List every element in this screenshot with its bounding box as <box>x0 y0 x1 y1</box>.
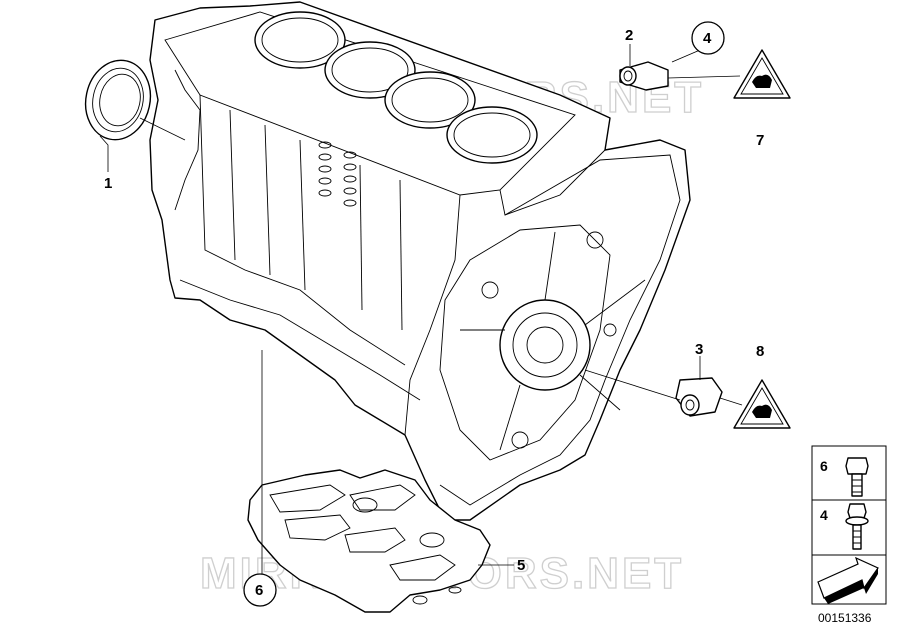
warning-triangle-7 <box>733 49 791 99</box>
engine-block <box>149 1 691 521</box>
callout-7: 7 <box>756 132 764 149</box>
callout-3: 3 <box>695 341 703 358</box>
flange-bolt-icon <box>845 503 869 550</box>
oil-pressure-sensor <box>619 61 669 91</box>
callouts: 1 2 3 4 5 6 7 8 <box>104 21 764 607</box>
crankshaft-seal <box>84 59 152 141</box>
warning-triangle-8 <box>733 379 791 429</box>
bolt-holes <box>318 141 357 207</box>
hand-caution-icon <box>752 74 772 88</box>
callout-1: 1 <box>104 175 112 192</box>
fastener-legend: 6 4 <box>811 445 887 605</box>
callout-6: 6 <box>255 582 263 599</box>
callout-2: 2 <box>625 27 633 44</box>
callout-4: 4 <box>703 30 712 47</box>
callout-5: 5 <box>517 557 525 574</box>
diagram-reference-number: 00151336 <box>818 611 872 625</box>
leader-lines <box>99 44 743 575</box>
callout-4-circle <box>691 21 725 55</box>
knock-sensor <box>675 377 723 417</box>
hex-bolt-icon <box>845 457 869 497</box>
callout-6-circle <box>243 573 277 607</box>
legend-row-1-label: 6 <box>820 458 828 474</box>
hand-caution-icon <box>752 404 772 418</box>
legend-row-2-label: 4 <box>820 507 828 523</box>
callout-8: 8 <box>756 343 764 360</box>
direction-arrow-icon <box>817 556 879 604</box>
